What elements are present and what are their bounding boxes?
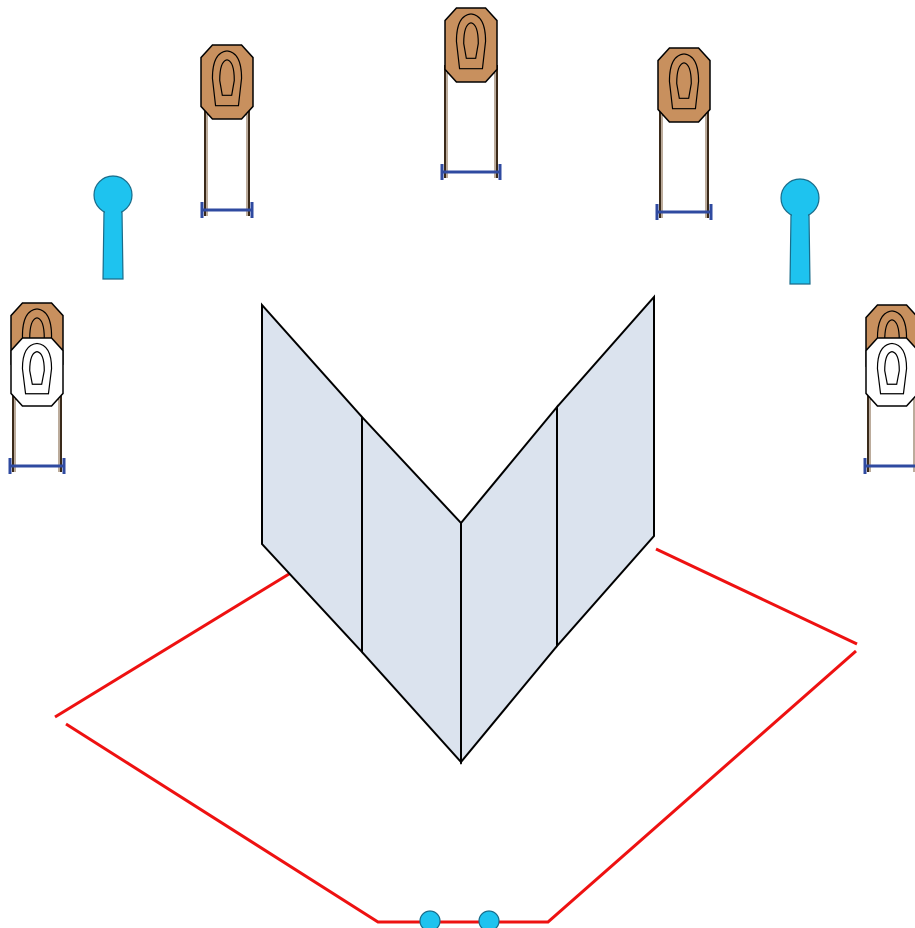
target-c-zone [21,342,53,395]
paper-target-head [200,44,254,120]
wall-panel-3 [460,404,558,765]
target-c-zone [668,53,700,110]
popper-body [789,212,811,285]
target-a-zone [884,350,900,385]
target-octagon [200,44,254,120]
popper-neck [105,206,121,216]
popper-right [780,178,820,285]
popper-left [93,175,133,280]
target-c-zone [21,308,53,365]
target-c-zone [211,50,243,107]
fault-line-left [54,572,290,719]
start-marker-right [478,910,500,928]
target-a-zone [29,350,45,385]
paper-target-head [444,7,498,83]
target-octagon [444,7,498,83]
wall-panel-2 [361,414,462,765]
paper-target-left-upper [200,44,254,218]
paper-target-center [440,7,502,180]
fault-line-right [655,547,858,646]
target-a-zone [463,22,479,59]
paper-target-left-lower [8,302,66,474]
paper-target-right-lower [863,304,915,474]
target-c-zone [455,13,487,70]
no-shoot-target-head [865,337,915,407]
target-octagon [865,337,915,407]
wall-panel-4 [556,294,655,649]
paper-target-right-upper [655,47,713,220]
fault-lines [54,547,858,924]
target-a-zone [219,59,235,96]
start-positions [419,910,500,928]
no-shoot-target-head [10,337,64,407]
target-a-zone [676,62,692,99]
target-octagon [657,47,711,123]
shooting-area-boundary [65,649,857,924]
target-octagon [10,337,64,407]
paper-target-head [657,47,711,123]
popper-body [102,209,124,280]
target-c-zone [876,342,908,395]
wall-panel-1 [261,302,363,655]
start-marker-left [419,910,441,928]
popper-neck [792,209,808,219]
wall-barricade [261,294,655,765]
